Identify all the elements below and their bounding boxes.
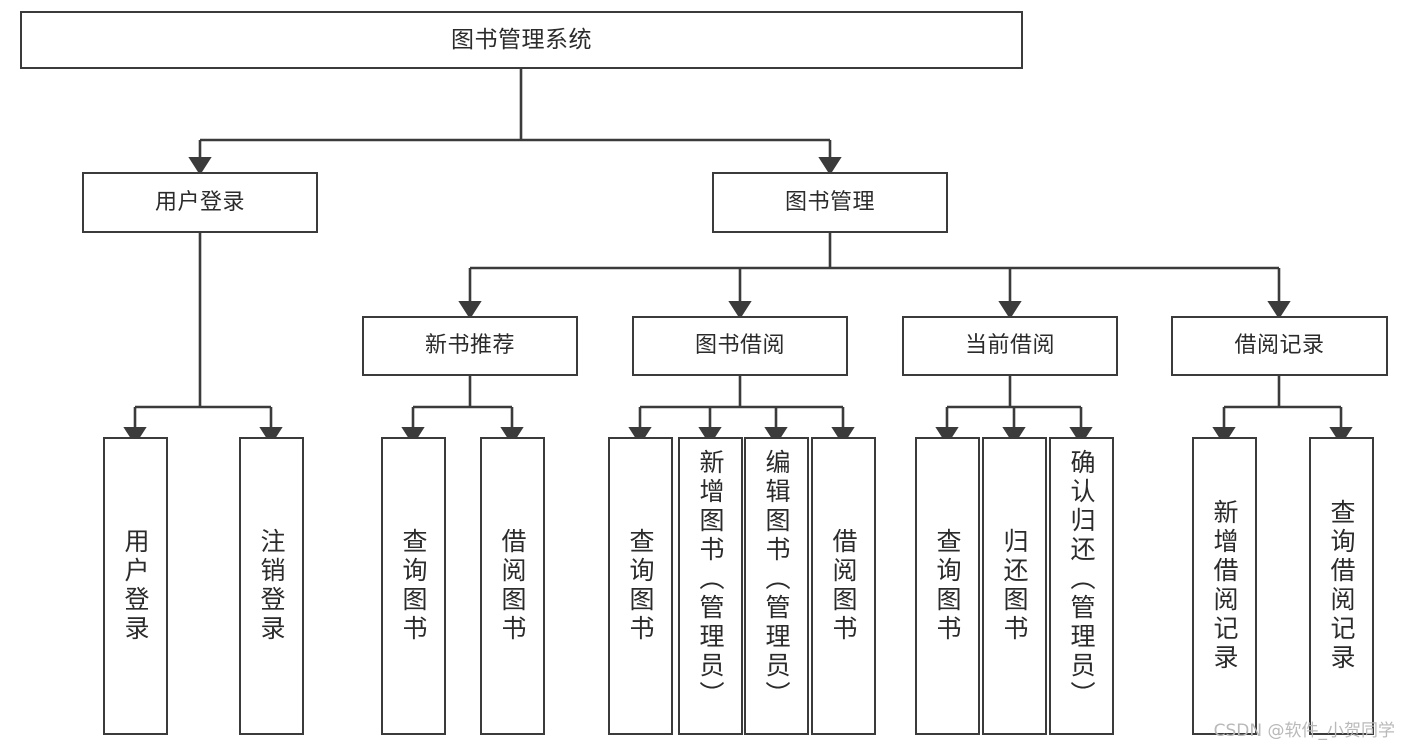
node-label: 新书推荐: [424, 333, 515, 359]
node-label: 新增图书（管理员）: [696, 449, 725, 710]
leaf-borrow-book[interactable]: 借阅图书: [811, 437, 876, 735]
node-book-management[interactable]: 图书管理: [712, 172, 948, 233]
node-label: 确认归还（管理员）: [1067, 449, 1096, 710]
node-label: 图书管理系统: [451, 26, 592, 53]
node-label: 查询图书: [933, 528, 962, 644]
node-root-system[interactable]: 图书管理系统: [20, 11, 1023, 69]
node-label: 借阅图书: [829, 528, 858, 644]
watermark: CSDN @软件_小贺同学: [1213, 721, 1395, 741]
node-label: 借阅图书: [498, 528, 527, 644]
leaf-user-login[interactable]: 用户登录: [103, 437, 168, 735]
node-new-book-recommend[interactable]: 新书推荐: [362, 316, 578, 376]
node-label: 当前借阅: [964, 333, 1055, 359]
node-label: 新增借阅记录: [1210, 499, 1239, 673]
node-label: 用户登录: [154, 189, 245, 215]
leaf-return-book[interactable]: 归还图书: [982, 437, 1047, 735]
leaf-borrow-book-recommend[interactable]: 借阅图书: [480, 437, 545, 735]
node-label: 图书管理: [784, 189, 875, 215]
leaf-add-book-admin[interactable]: 新增图书（管理员）: [678, 437, 743, 735]
node-label: 注销登录: [257, 528, 286, 644]
leaf-query-book-recommend[interactable]: 查询图书: [381, 437, 446, 735]
leaf-query-book-current[interactable]: 查询图书: [915, 437, 980, 735]
leaf-query-book[interactable]: 查询图书: [608, 437, 673, 735]
node-borrow-records[interactable]: 借阅记录: [1171, 316, 1388, 376]
node-label: 查询借阅记录: [1327, 499, 1356, 673]
leaf-add-borrow-record[interactable]: 新增借阅记录: [1192, 437, 1257, 735]
node-label: 编辑图书（管理员）: [762, 449, 791, 710]
node-label: 借阅记录: [1234, 333, 1325, 359]
leaf-query-borrow-record[interactable]: 查询借阅记录: [1309, 437, 1374, 735]
node-label: 用户登录: [121, 528, 150, 644]
node-book-borrow[interactable]: 图书借阅: [632, 316, 848, 376]
leaf-edit-book-admin[interactable]: 编辑图书（管理员）: [744, 437, 809, 735]
node-current-borrow[interactable]: 当前借阅: [902, 316, 1118, 376]
leaf-confirm-return-admin[interactable]: 确认归还（管理员）: [1049, 437, 1114, 735]
node-label: 归还图书: [1000, 528, 1029, 644]
leaf-user-logout[interactable]: 注销登录: [239, 437, 304, 735]
node-label: 图书借阅: [694, 333, 785, 359]
node-label: 查询图书: [626, 528, 655, 644]
node-user-login[interactable]: 用户登录: [82, 172, 318, 233]
node-label: 查询图书: [399, 528, 428, 644]
